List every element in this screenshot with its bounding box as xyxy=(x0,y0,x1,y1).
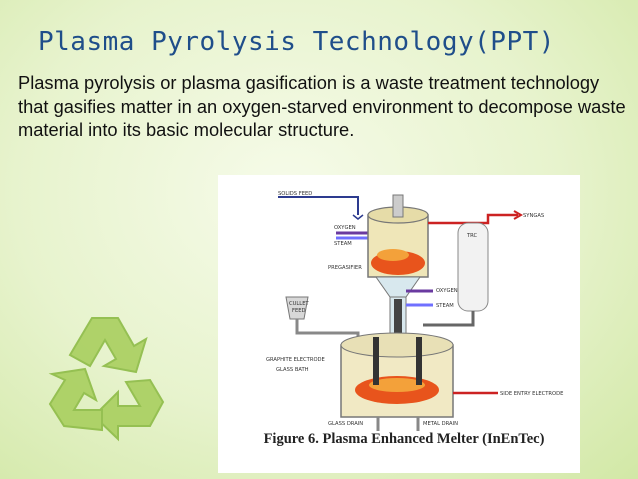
label-pregasifier: PREGASIFIER xyxy=(328,265,362,271)
label-glass-drain: GLASS DRAIN xyxy=(328,421,363,427)
slide-title: Plasma Pyrolysis Technology(PPT) xyxy=(38,27,555,57)
syngas-line xyxy=(428,213,518,225)
label-oxygen-right: OXYGEN xyxy=(436,288,458,294)
process-diagram: SOLIDS FEED OXYGEN STEAM PREGASIFIER SYN… xyxy=(266,191,563,431)
label-steam-top: STEAM xyxy=(334,241,352,247)
label-side-entry-electrode: SIDE ENTRY ELECTRODE xyxy=(500,391,563,397)
label-metal-drain: METAL DRAIN xyxy=(423,421,458,427)
label-syngas: SYNGAS xyxy=(523,213,544,219)
cullet-hopper xyxy=(285,296,309,320)
label-cullet: CULLET xyxy=(289,301,309,307)
label-oxygen-top: OXYGEN xyxy=(334,225,356,231)
graphite-electrode-right xyxy=(416,337,422,385)
recycle-icon xyxy=(48,317,165,442)
graphite-electrode-left xyxy=(373,337,379,385)
figure-caption: Figure 6. Plasma Enhanced Melter (InEnTe… xyxy=(263,431,545,447)
label-glass-bath: GLASS BATH xyxy=(276,367,309,373)
label-trc: TRC xyxy=(466,233,478,239)
label-graphite-electrode: GRAPHITE ELECTRODE xyxy=(266,357,325,363)
slide-body: Plasma pyrolysis or plasma gasification … xyxy=(18,72,626,140)
solids-feed-line xyxy=(278,196,359,215)
label-solids-feed: SOLIDS FEED xyxy=(278,191,312,197)
label-feed: FEED xyxy=(292,308,306,314)
figure-plasma-melter: SOLIDS FEED OXYGEN STEAM PREGASIFIER SYN… xyxy=(218,175,580,473)
label-steam-right: STEAM xyxy=(436,303,454,309)
